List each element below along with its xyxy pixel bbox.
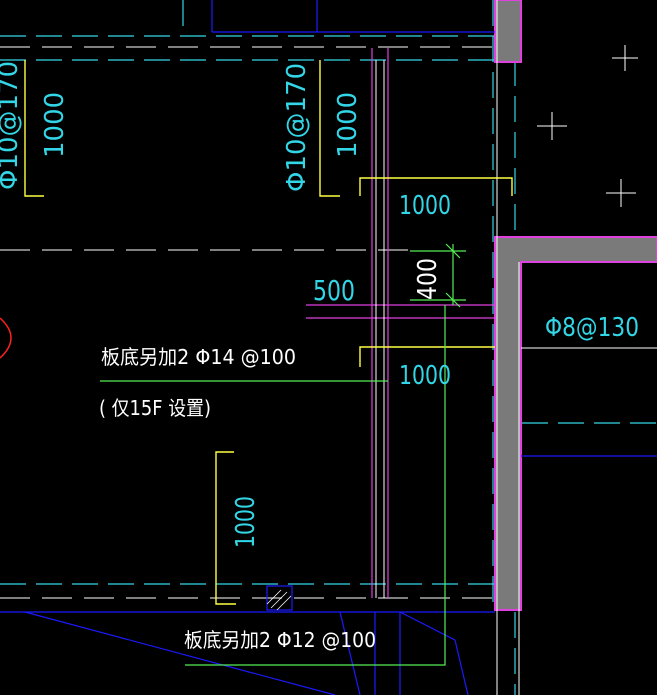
top-left-rebar-label: Φ10@170 [0, 61, 24, 190]
note-slab-add-14: 板底另加2 Φ14 @100 [101, 345, 296, 369]
yellow-rebar-brackets [24, 60, 513, 605]
offset-500-label: 500 [313, 274, 355, 307]
crosshair-markers [537, 45, 638, 207]
vertical-length-lower-label: 1000 [231, 496, 261, 548]
top-left-length-label: 1000 [40, 92, 70, 158]
top-mid-rebar-label: Φ10@170 [282, 63, 312, 192]
white-dashed-lines [0, 46, 495, 599]
upper-horizontal-length-label: 1000 [399, 191, 451, 221]
green-reinforcement-lines [100, 243, 466, 666]
white-lines [375, 0, 657, 695]
note-floor-only: ( 仅15F 设置) [99, 396, 211, 420]
concrete-walls [494, 0, 657, 611]
note-slab-add-12: 板底另加2 Φ12 @100 [184, 628, 376, 652]
magenta-beam-lines [306, 48, 495, 598]
lower-horizontal-length-label: 1000 [399, 361, 451, 391]
corner-wall [494, 236, 657, 611]
right-rebar-label: Φ8@130 [545, 313, 639, 343]
offset-400-label: 400 [413, 258, 443, 300]
top-mid-length-label: 1000 [333, 92, 363, 158]
red-revision-cloud [0, 317, 12, 359]
hatched-column [266, 585, 293, 611]
vertical-wall [494, 0, 522, 63]
